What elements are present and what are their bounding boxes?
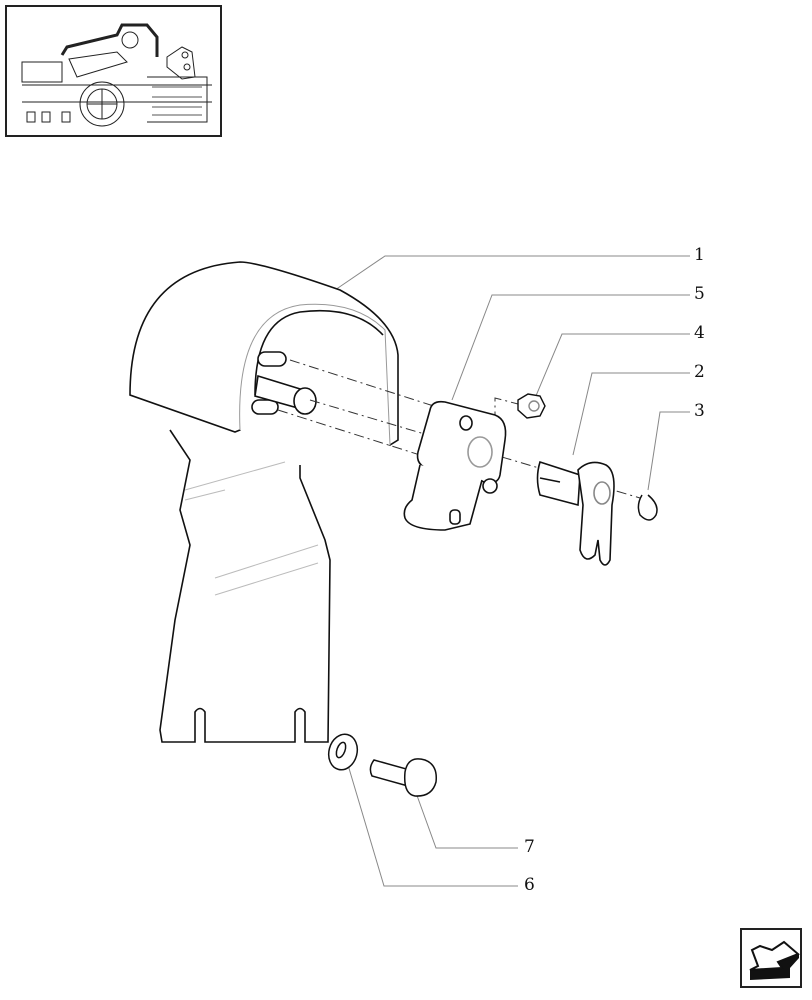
callout-3[interactable]: 3 [694,401,705,421]
bolt-part [369,758,438,797]
back-arrow-button[interactable] [740,928,802,988]
back-arrow-icon [749,940,800,980]
circlip-part [637,494,658,521]
tractor-sketch-icon [21,23,212,127]
nut-part [517,393,546,419]
tractor-overview-thumbnail [5,5,222,137]
callout-4[interactable]: 4 [694,323,705,343]
leader-lines [334,255,690,887]
callout-1[interactable]: 1 [694,245,705,265]
callout-2[interactable]: 2 [694,362,705,382]
callout-6[interactable]: 6 [524,875,535,895]
lever-support-part [403,400,507,531]
fork-pin-part [536,460,615,566]
washer-part [327,733,359,771]
callout-5[interactable]: 5 [694,284,705,304]
bracket-part [129,261,399,743]
callout-7[interactable]: 7 [524,837,535,857]
